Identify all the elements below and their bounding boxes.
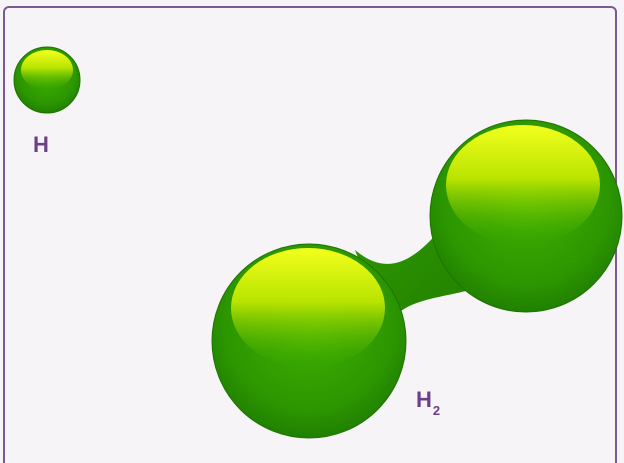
atom-label: H [33, 132, 49, 157]
molecule-atom-left [211, 243, 407, 439]
molecule-label: H2 [416, 387, 440, 418]
hydrogen-atom [13, 46, 81, 114]
molecule-label-symbol: H [416, 387, 432, 412]
hydrogen-molecule [211, 119, 623, 439]
molecule-label-subscript: 2 [432, 403, 441, 418]
molecule-atom-right [429, 119, 623, 313]
